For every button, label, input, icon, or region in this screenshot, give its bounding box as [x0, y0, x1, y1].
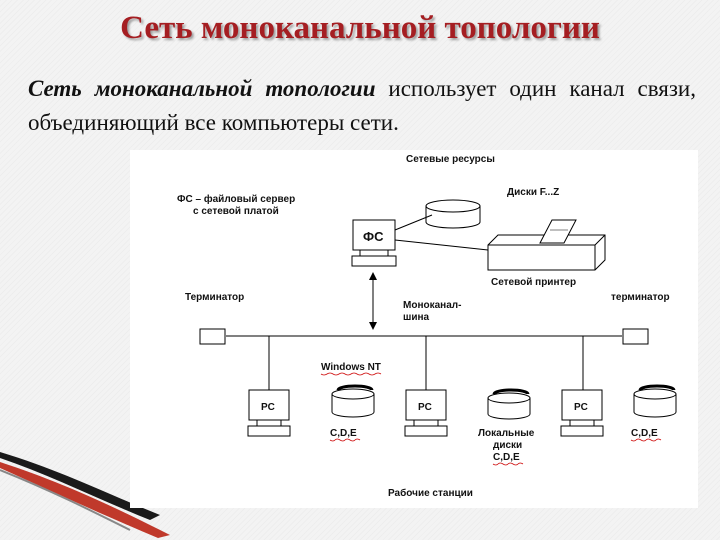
intro-paragraph: Сеть моноканальной топологии использует …	[28, 72, 696, 140]
workstations-label: Рабочие станции	[388, 487, 473, 499]
bus-label-line2: шина	[403, 312, 430, 323]
terminator-right-label: терминатор	[611, 292, 670, 303]
paragraph-emphasis: Сеть моноканальной топологии	[28, 76, 376, 101]
local-disks-left-label: C,D,E	[330, 428, 357, 439]
workstation-pc-2: PC	[404, 389, 448, 437]
fs-label: ФС	[363, 229, 384, 244]
os-label: Windows NT	[321, 362, 381, 373]
local-disks-mid-line3: C,D,E	[493, 452, 520, 463]
server-bus-connection-arrow	[369, 272, 377, 330]
network-diagram: Сетевые ресурсы ФС – файловый сервер с с…	[130, 150, 698, 508]
terminator-left-label: Терминатор	[185, 292, 244, 303]
network-printer-icon	[487, 219, 606, 271]
fs-caption-line1: ФС – файловый сервер	[177, 193, 295, 205]
local-disks-icon-1	[331, 384, 375, 418]
local-disks-right-label: C,D,E	[631, 428, 658, 439]
disks-label: Диски F...Z	[507, 187, 559, 198]
local-disks-mid-line1: Локальные	[478, 428, 535, 439]
local-disks-mid-line2: диски	[493, 440, 522, 451]
paragraph-text: использует один канал связи, объединяющи…	[28, 76, 696, 135]
bus-label-line1: Моноканал-	[403, 300, 461, 311]
pc-label: PC	[418, 402, 432, 413]
printer-label: Сетевой принтер	[491, 277, 576, 288]
network-resources-label: Сетевые ресурсы	[406, 154, 495, 165]
workstation-pc-3: PC	[560, 389, 604, 437]
terminator-right-icon	[622, 328, 649, 345]
pc-label: PC	[261, 402, 275, 413]
decorative-swoosh	[0, 452, 170, 538]
terminator-left-icon	[199, 328, 226, 345]
pc-label: PC	[574, 402, 588, 413]
file-server-icon: ФС	[351, 219, 397, 267]
local-disks-icon-2	[487, 388, 531, 420]
slide-title: Сеть моноканальной топологии	[120, 10, 600, 46]
workstation-pc-1: PC	[247, 389, 291, 437]
network-disks-icon	[425, 199, 481, 229]
fs-caption-line2: с сетевой платой	[193, 206, 279, 217]
local-disks-icon-3	[633, 384, 677, 418]
diagram-canvas: Сетевые ресурсы ФС – файловый сервер с с…	[177, 154, 677, 499]
